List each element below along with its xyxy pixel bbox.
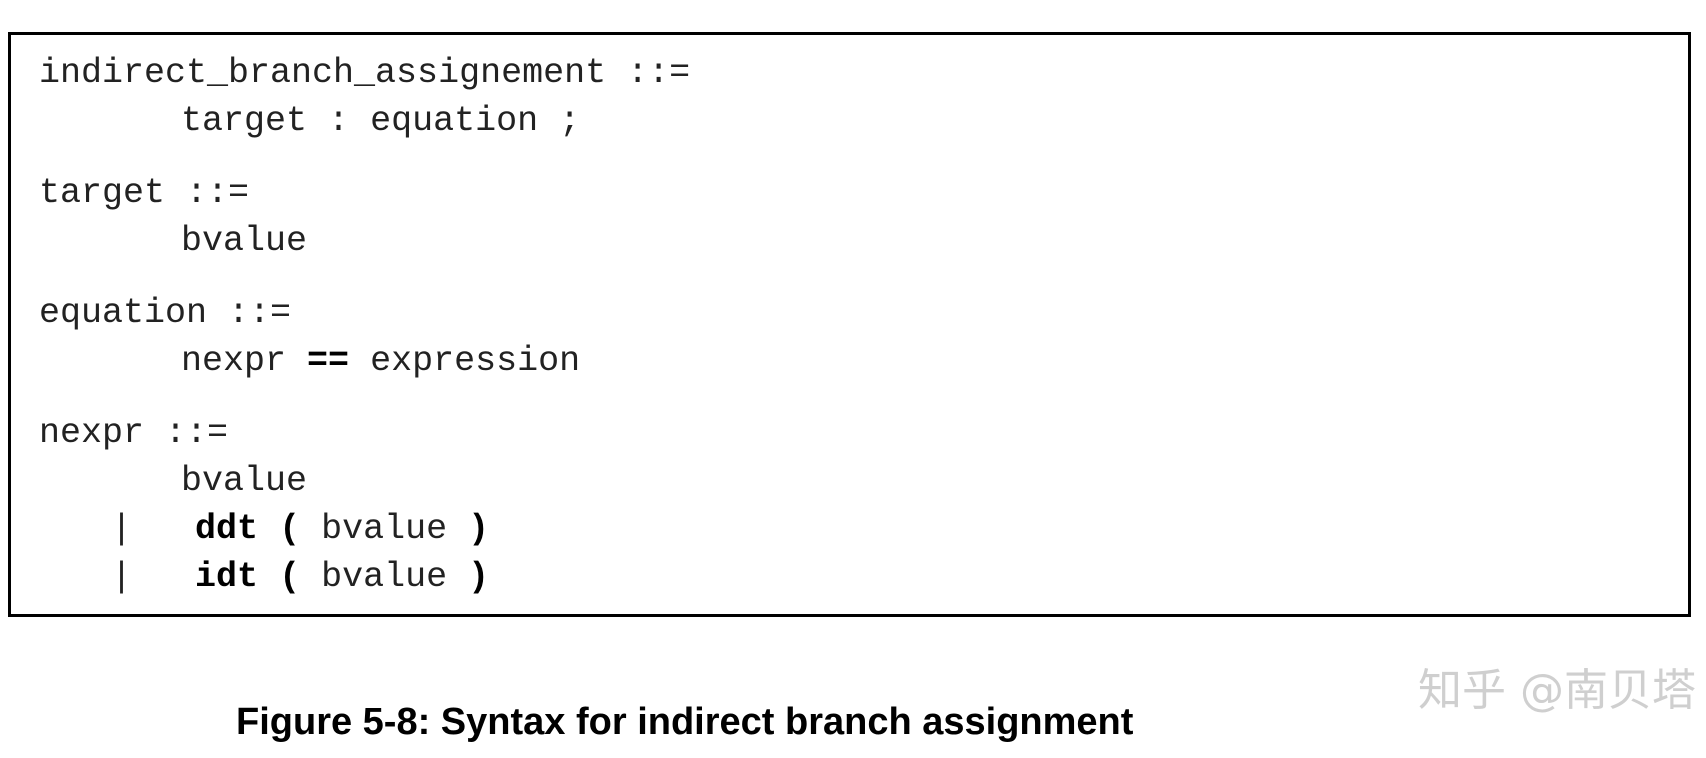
rule-equation-body: nexpr == expression — [181, 337, 580, 385]
zhihu-watermark: 知乎 @南贝塔 — [1418, 665, 1696, 716]
syntax-box: indirect_branch_assignement ::= target :… — [8, 32, 1691, 617]
equation-ref: equation — [370, 101, 539, 141]
bvalue-ref: bvalue — [181, 221, 308, 261]
bvalue-ref: bvalue — [181, 461, 308, 501]
nexpr-ref: nexpr — [181, 341, 287, 381]
rule-target-body: bvalue — [181, 217, 307, 265]
rule-nexpr-alt-bvalue: bvalue — [181, 457, 307, 505]
rule-nexpr-alt-ddt: | ddt ( bvalue ) — [111, 505, 489, 553]
rule-indirect-branch-assignement-body: target : equation ; — [181, 97, 580, 145]
rule-nexpr-alt-idt: | idt ( bvalue ) — [111, 553, 489, 601]
alternative-bar: | — [111, 509, 133, 549]
open-paren: ( — [279, 557, 301, 597]
production-operator: ::= — [627, 53, 691, 93]
close-paren: ) — [468, 509, 490, 549]
nonterminal-name: equation — [39, 293, 208, 333]
bvalue-ref: bvalue — [321, 509, 448, 549]
nonterminal-name: indirect_branch_assignement — [39, 53, 607, 93]
equality-operator: == — [307, 341, 350, 381]
rule-nexpr-head: nexpr ::= — [39, 409, 228, 457]
figure-caption: Figure 5-8: Syntax for indirect branch a… — [236, 701, 1134, 743]
alternative-bar: | — [111, 557, 133, 597]
close-paren: ) — [468, 557, 490, 597]
production-operator: ::= — [165, 413, 229, 453]
rule-equation-head: equation ::= — [39, 289, 291, 337]
idt-keyword: idt — [195, 557, 259, 597]
rule-indirect-branch-assignement-head: indirect_branch_assignement ::= — [39, 49, 690, 97]
production-operator: ::= — [228, 293, 292, 333]
nonterminal-name: target — [39, 173, 166, 213]
bvalue-ref: bvalue — [321, 557, 448, 597]
ddt-keyword: ddt — [195, 509, 259, 549]
rule-target-head: target ::= — [39, 169, 249, 217]
production-operator: ::= — [186, 173, 250, 213]
expression-ref: expression — [370, 341, 581, 381]
nonterminal-name: nexpr — [39, 413, 145, 453]
open-paren: ( — [279, 509, 301, 549]
semicolon-token: ; — [559, 101, 581, 141]
target-ref: target — [181, 101, 308, 141]
colon-token: : — [328, 101, 350, 141]
